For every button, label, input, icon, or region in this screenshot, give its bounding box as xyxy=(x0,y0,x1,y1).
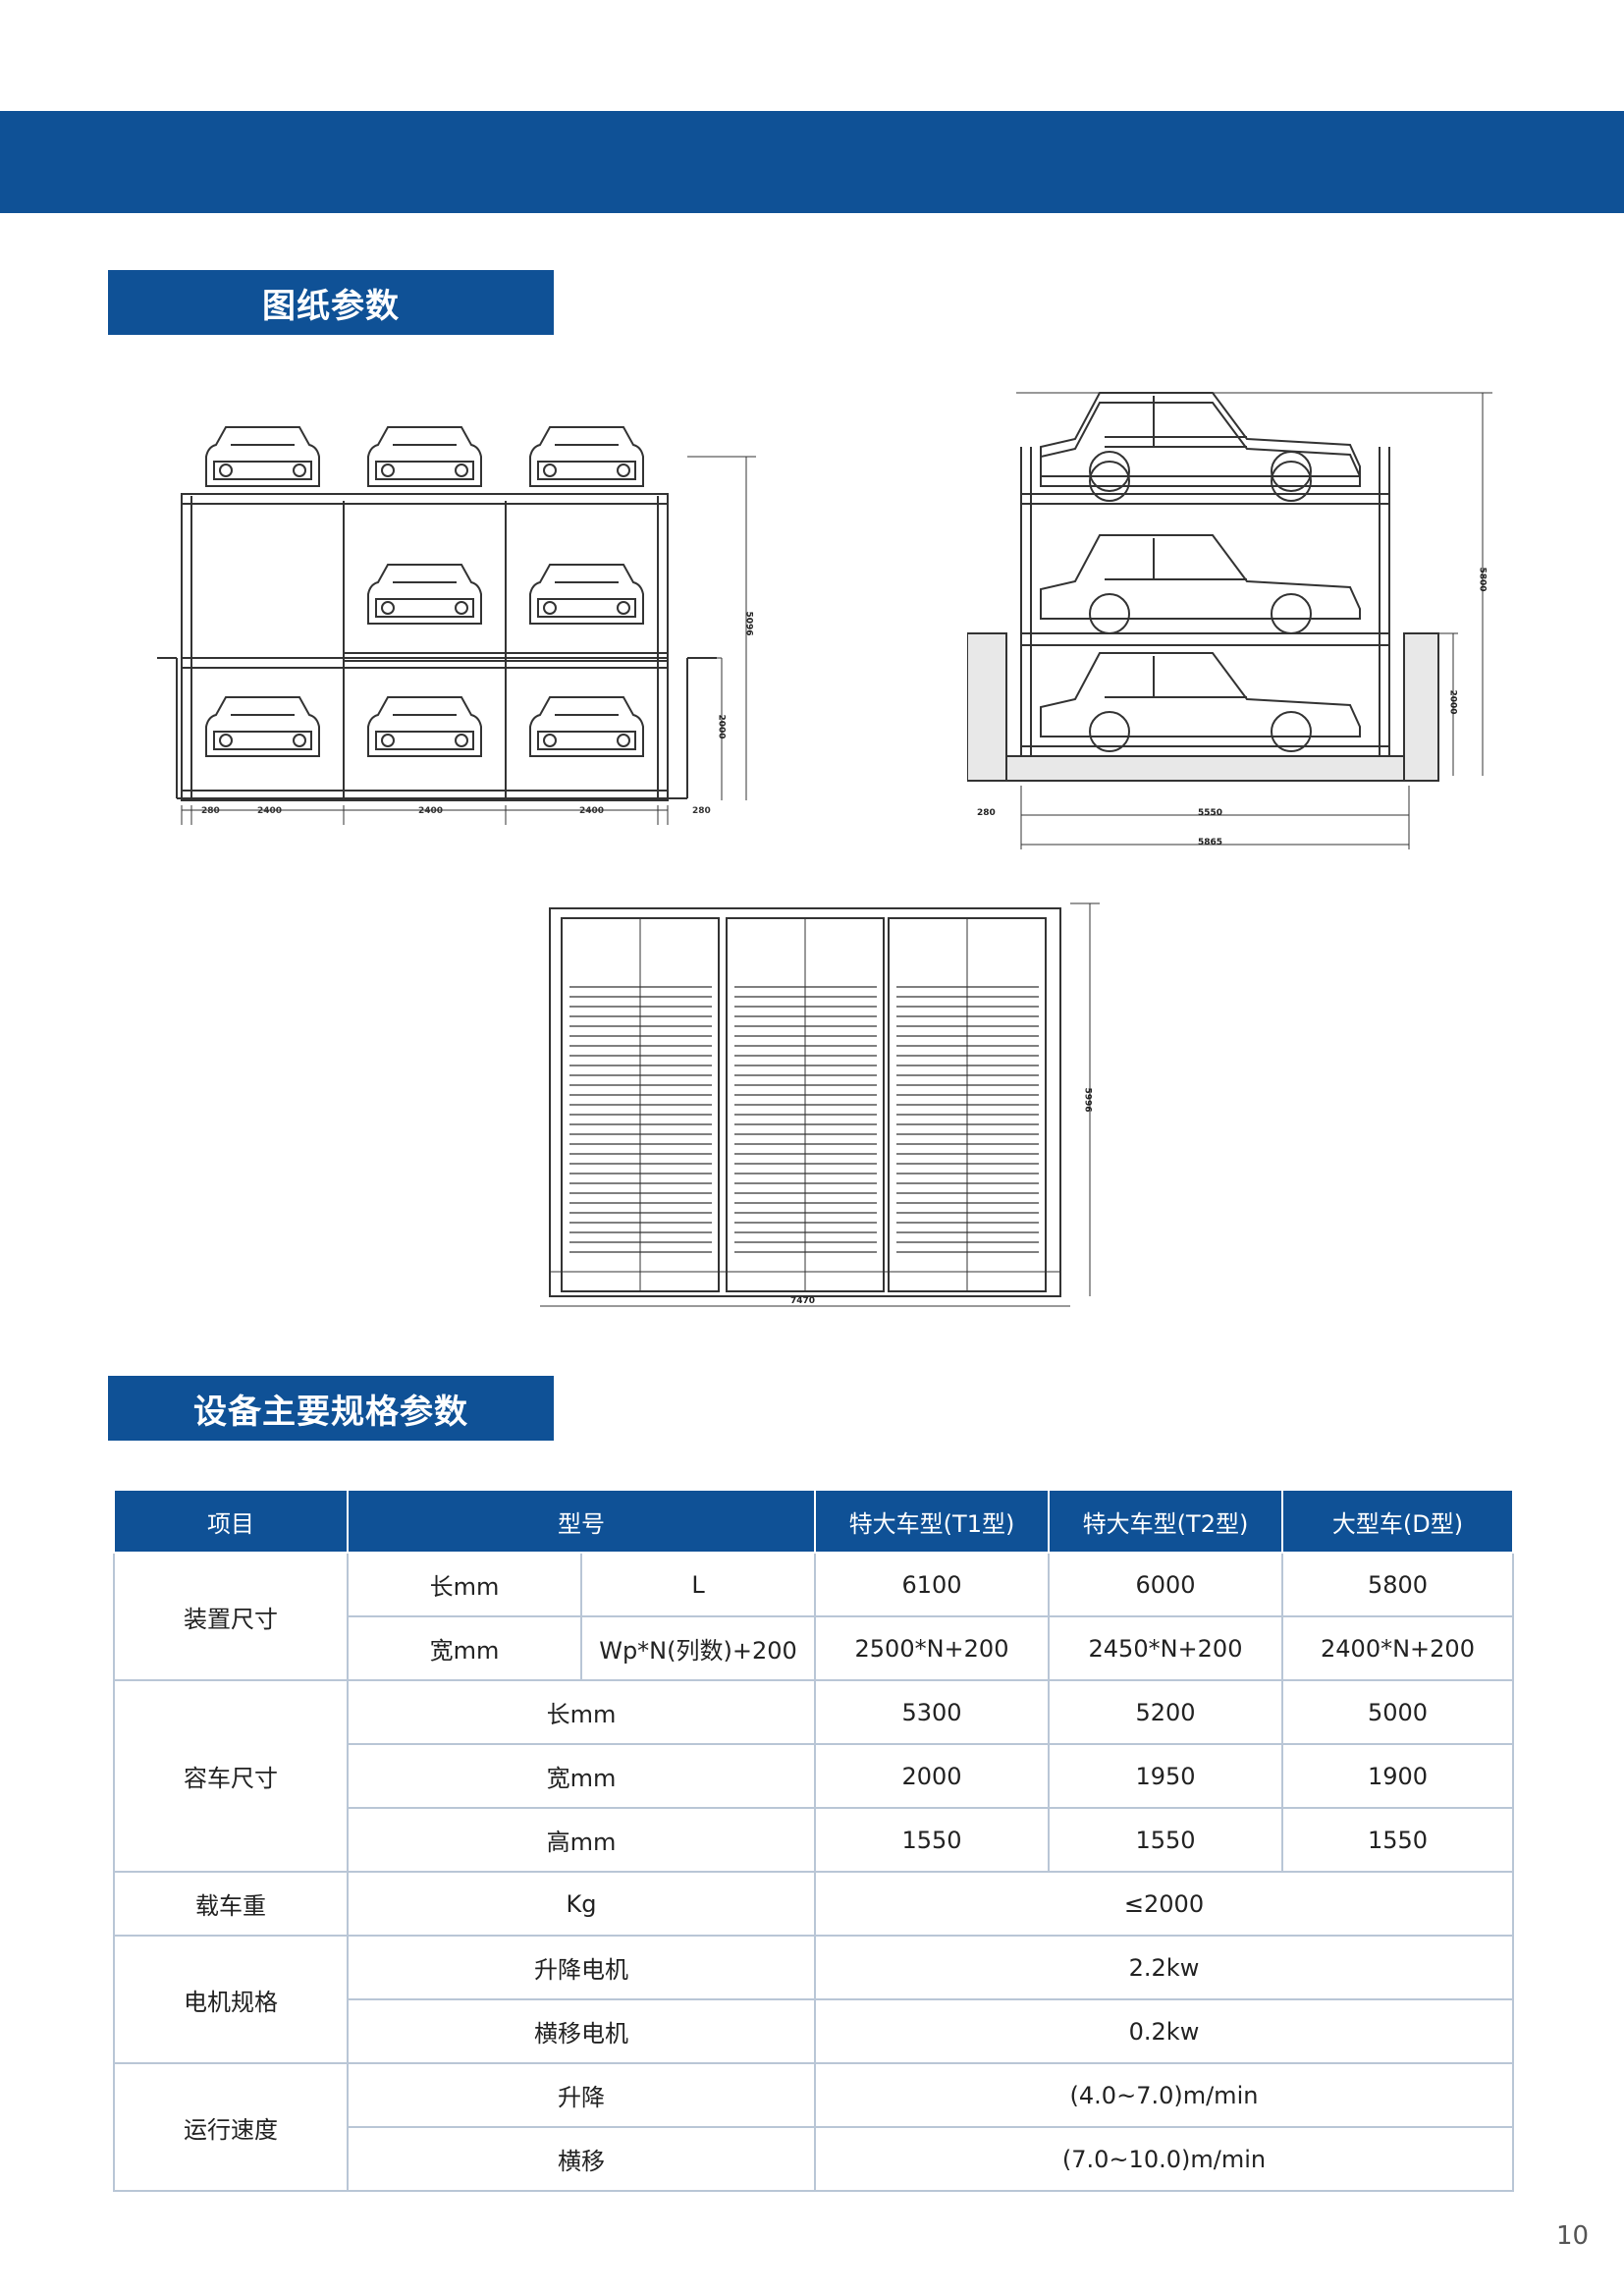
row-label-device-size: 装置尺寸 xyxy=(113,1552,349,1681)
table-row: 宽mm 2000 1950 1900 xyxy=(114,1743,1514,1809)
section-title-drawings: 图纸参数 xyxy=(108,270,554,335)
front-dim-4: 2400 xyxy=(579,806,605,816)
cell-value: 2500*N+200 xyxy=(814,1615,1050,1681)
header-model: 型号 xyxy=(347,1489,816,1554)
table-row: 载车重 Kg ≤2000 xyxy=(113,1871,1514,1937)
table-row: 运行速度 升降 (4.0~7.0)m/min xyxy=(113,2062,1514,2192)
cell-model: Wp*N(列数)+200 xyxy=(580,1615,816,1681)
cell-value: 2.2kw xyxy=(814,1935,1514,2000)
side-dim-1: 280 xyxy=(977,808,996,818)
side-dim-3: 5865 xyxy=(1198,838,1223,847)
cell-value: (4.0~7.0)m/min xyxy=(814,2062,1514,2128)
cell-param: 横移 xyxy=(347,2126,816,2192)
table-row: 装置尺寸 长mm L 6100 6000 5800 xyxy=(113,1552,1514,1681)
table-row: 横移电机 0.2kw xyxy=(114,1998,1514,2064)
side-dim-2: 5550 xyxy=(1198,808,1223,818)
table-row: 容车尺寸 长mm 5300 5200 5000 xyxy=(113,1679,1514,1873)
side-dim-ground: 2000 xyxy=(1447,689,1458,715)
cell-param: 升降 xyxy=(347,2062,816,2128)
row-label-load: 载车重 xyxy=(113,1871,349,1937)
cell-value: 2400*N+200 xyxy=(1281,1615,1514,1681)
cell-value: 0.2kw xyxy=(814,1998,1514,2064)
front-dim-ground: 2000 xyxy=(716,714,727,739)
cell-param: 长mm xyxy=(347,1552,582,1617)
spec-table: 项目 型号 特大车型(T1型) 特大车型(T2型) 大型车(D型) 装置尺寸 长… xyxy=(113,1489,1514,2192)
cell-param: Kg xyxy=(347,1871,816,1937)
cell-value: 1550 xyxy=(1281,1807,1514,1873)
header-t2: 特大车型(T2型) xyxy=(1048,1489,1283,1554)
front-dim-3: 2400 xyxy=(418,806,444,816)
header-t1: 特大车型(T1型) xyxy=(814,1489,1050,1554)
header-d: 大型车(D型) xyxy=(1281,1489,1514,1554)
top-dim-depth: 5996 xyxy=(1082,1087,1093,1113)
cell-param: 升降电机 xyxy=(347,1935,816,2000)
side-dim-height: 5800 xyxy=(1477,567,1488,592)
row-label-motor: 电机规格 xyxy=(113,1935,349,2064)
cell-value: 5800 xyxy=(1281,1552,1514,1617)
page-number: 10 xyxy=(1556,2221,1590,2251)
cell-value: 1900 xyxy=(1281,1743,1514,1809)
front-dim-2: 2400 xyxy=(257,806,283,816)
table-row: 宽mm Wp*N(列数)+200 2500*N+200 2450*N+200 2… xyxy=(114,1615,1514,1681)
row-label-speed: 运行速度 xyxy=(113,2062,349,2192)
cell-value: ≤2000 xyxy=(814,1871,1514,1937)
front-dim-5: 280 xyxy=(692,806,711,816)
cell-value: 2000 xyxy=(814,1743,1050,1809)
cell-value: 1950 xyxy=(1048,1743,1283,1809)
cell-param: 长mm xyxy=(347,1679,816,1745)
cell-model: L xyxy=(580,1552,816,1617)
cell-value: 5300 xyxy=(814,1679,1050,1745)
cell-param: 横移电机 xyxy=(347,1998,816,2064)
cell-value: 5000 xyxy=(1281,1679,1514,1745)
cell-param: 高mm xyxy=(347,1807,816,1873)
cell-value: 6100 xyxy=(814,1552,1050,1617)
table-row: 电机规格 升降电机 2.2kw xyxy=(113,1935,1514,2064)
table-header-row: 项目 型号 特大车型(T1型) 特大车型(T2型) 大型车(D型) xyxy=(113,1489,1514,1554)
top-dim-width: 7470 xyxy=(790,1296,816,1306)
header-band xyxy=(0,111,1624,213)
top-plan-drawing: 7470 5996 xyxy=(540,899,1100,1321)
header-item: 项目 xyxy=(113,1489,349,1554)
cell-value: 1550 xyxy=(814,1807,1050,1873)
section-title-specs: 设备主要规格参数 xyxy=(108,1376,554,1441)
cell-param: 宽mm xyxy=(347,1743,816,1809)
front-dim-1: 280 xyxy=(201,806,220,816)
cell-value: 2450*N+200 xyxy=(1048,1615,1283,1681)
cell-value: 5200 xyxy=(1048,1679,1283,1745)
table-row: 高mm 1550 1550 1550 xyxy=(114,1807,1514,1873)
row-label-car-size: 容车尺寸 xyxy=(113,1679,349,1873)
front-dim-height: 5096 xyxy=(743,611,754,636)
cell-value: 1550 xyxy=(1048,1807,1283,1873)
side-elevation-drawing: 280 5550 5865 5800 2000 xyxy=(967,388,1497,859)
cell-param: 宽mm xyxy=(347,1615,582,1681)
cell-value: 6000 xyxy=(1048,1552,1283,1617)
cell-value: (7.0~10.0)m/min xyxy=(814,2126,1514,2192)
table-row: 横移 (7.0~10.0)m/min xyxy=(114,2126,1514,2192)
front-elevation-drawing: 280 2400 2400 2400 280 5096 2000 xyxy=(157,417,766,830)
